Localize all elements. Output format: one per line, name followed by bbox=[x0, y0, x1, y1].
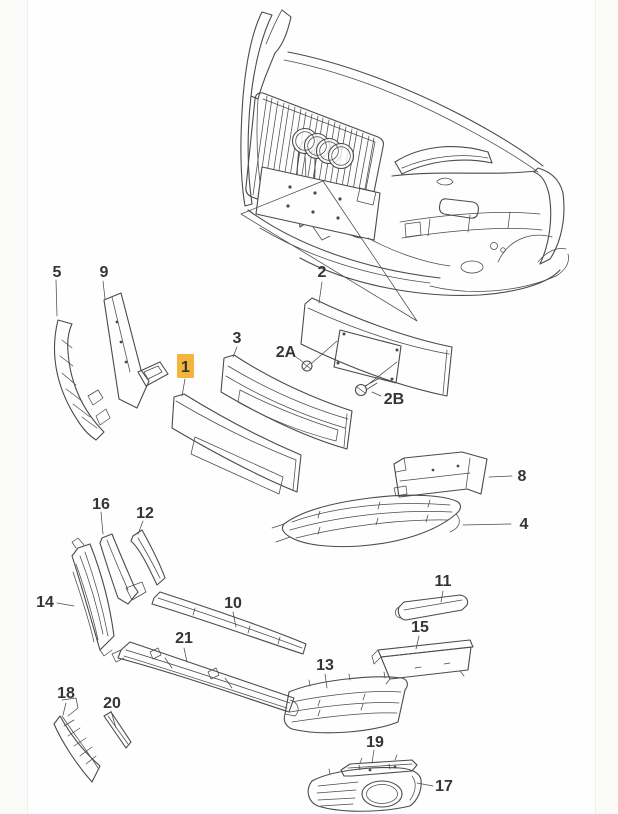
part-label-19[interactable]: 19 bbox=[366, 734, 384, 751]
part-11-drawing bbox=[395, 590, 469, 621]
part-21-drawing bbox=[111, 641, 299, 717]
vehicle-front-illustration bbox=[240, 9, 569, 322]
part-label-14[interactable]: 14 bbox=[36, 594, 54, 611]
part-label-15[interactable]: 15 bbox=[411, 619, 429, 636]
part-label-2b[interactable]: 2B bbox=[384, 391, 404, 408]
part-label-8[interactable]: 8 bbox=[518, 468, 527, 485]
part-9-drawing bbox=[102, 280, 169, 409]
part-1-drawing bbox=[171, 378, 302, 495]
part-3-drawing bbox=[220, 346, 353, 450]
part-label-10[interactable]: 10 bbox=[224, 595, 242, 612]
screw-2a bbox=[295, 340, 338, 372]
page-right-margin bbox=[595, 0, 618, 814]
part-2-drawing bbox=[300, 281, 453, 397]
part-4-drawing bbox=[271, 494, 512, 548]
part-18-drawing bbox=[53, 697, 101, 783]
part-label-16[interactable]: 16 bbox=[92, 496, 110, 513]
part-2-locator-lines bbox=[240, 180, 418, 322]
part-19-drawing bbox=[340, 749, 418, 777]
part-17-drawing bbox=[307, 763, 434, 812]
part-20-drawing bbox=[103, 710, 132, 749]
part-8-drawing bbox=[393, 451, 513, 498]
part-label-20[interactable]: 20 bbox=[103, 695, 121, 712]
part-label-2[interactable]: 2 bbox=[318, 264, 327, 281]
part-5-drawing bbox=[53, 279, 111, 441]
part-16-drawing bbox=[99, 511, 147, 605]
part-label-2a[interactable]: 2A bbox=[276, 344, 297, 361]
page-left-margin bbox=[0, 0, 28, 814]
part-12-drawing bbox=[130, 520, 166, 586]
part-label-1[interactable]: 1 bbox=[181, 359, 190, 376]
part-label-11[interactable]: 11 bbox=[435, 573, 452, 590]
audi-rings-emblem bbox=[291, 127, 355, 170]
part-15-drawing bbox=[371, 635, 474, 685]
part-label-4[interactable]: 4 bbox=[520, 516, 529, 533]
part-label-21[interactable]: 21 bbox=[175, 630, 193, 647]
part-10-drawing bbox=[151, 591, 307, 655]
part-label-9[interactable]: 9 bbox=[100, 264, 109, 281]
part-label-18[interactable]: 18 bbox=[57, 685, 75, 702]
part-13-drawing bbox=[283, 671, 408, 734]
part-14-drawing bbox=[56, 537, 115, 657]
screw-2b bbox=[354, 361, 398, 397]
part-label-17[interactable]: 17 bbox=[435, 778, 453, 795]
plate-mount-area bbox=[255, 166, 381, 241]
part-label-12[interactable]: 12 bbox=[136, 505, 154, 522]
part-label-13[interactable]: 13 bbox=[316, 657, 334, 674]
part-label-3[interactable]: 3 bbox=[233, 330, 242, 347]
part-1-highlight[interactable] bbox=[177, 354, 194, 378]
part-label-5[interactable]: 5 bbox=[53, 264, 62, 281]
